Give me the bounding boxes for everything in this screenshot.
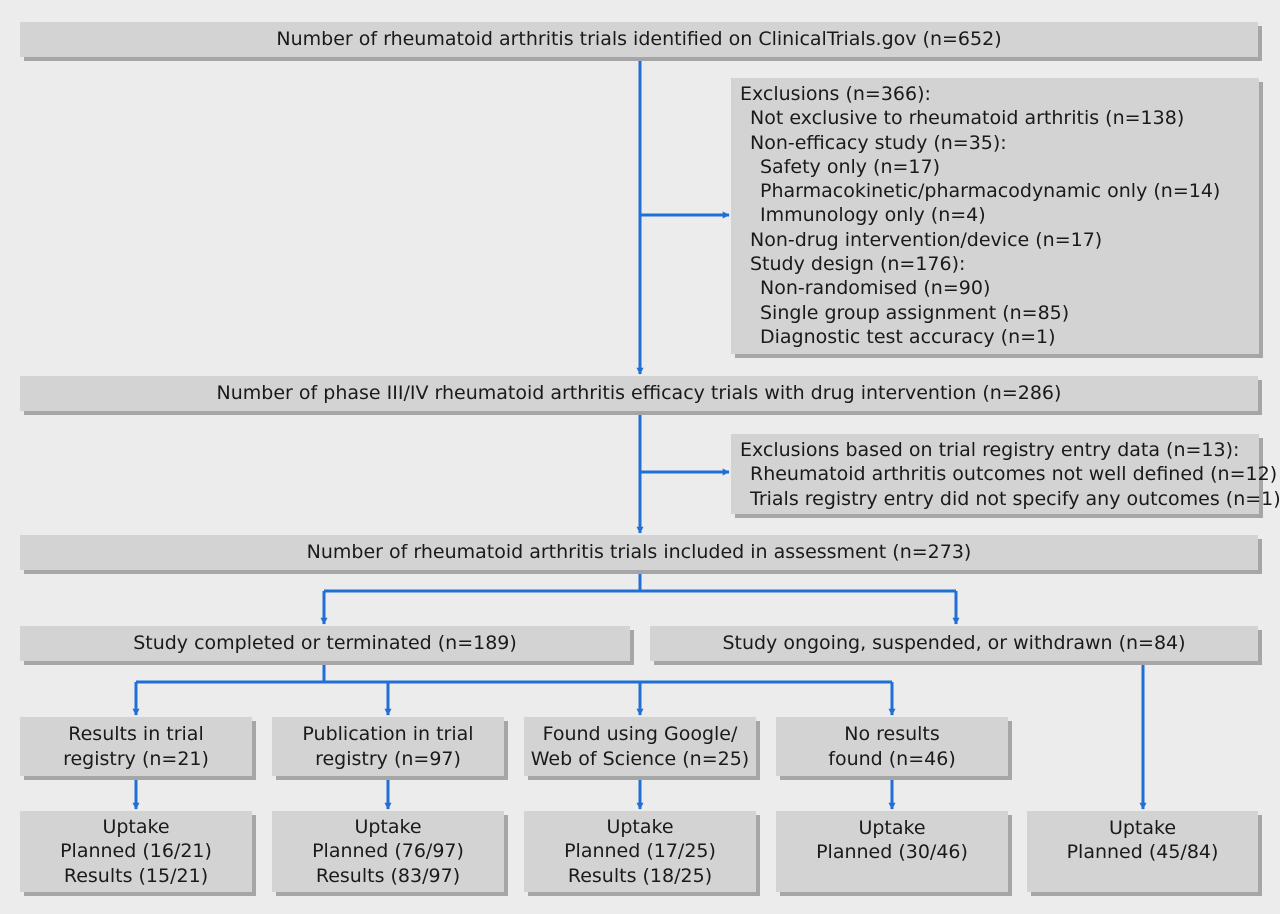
uptake-results: Results (83/97) bbox=[315, 864, 461, 887]
result-line: No results bbox=[844, 723, 940, 746]
uptake-box: Uptake Planned (30/46) bbox=[776, 811, 1008, 892]
uptake-box: Uptake Planned (16/21) Results (15/21) bbox=[20, 811, 252, 892]
completed-box: Study completed or terminated (n=189) bbox=[20, 626, 630, 661]
identified-trials-text: Number of rheumatoid arthritis trials id… bbox=[276, 28, 1002, 51]
uptake-planned: Planned (30/46) bbox=[816, 841, 968, 864]
result-box-trial-registry: Results in trial registry (n=21) bbox=[20, 717, 252, 776]
ongoing-box: Study ongoing, suspended, or withdrawn (… bbox=[650, 626, 1258, 661]
uptake-title: Uptake bbox=[606, 816, 674, 839]
result-line: Web of Science (n=25) bbox=[530, 747, 750, 770]
result-line: Results in trial bbox=[68, 723, 204, 746]
result-line: registry (n=97) bbox=[315, 747, 461, 770]
uptake-planned: Planned (17/25) bbox=[564, 840, 716, 863]
result-box-publication: Publication in trial registry (n=97) bbox=[272, 717, 504, 776]
exclusion-item: Not exclusive to rheumatoid arthritis (n… bbox=[750, 107, 1185, 130]
uptake-box: Uptake Planned (76/97) Results (83/97) bbox=[272, 811, 504, 892]
exclusion-subitem: Diagnostic test accuracy (n=1) bbox=[760, 325, 1056, 348]
ongoing-text: Study ongoing, suspended, or withdrawn (… bbox=[722, 632, 1186, 655]
phase-trials-box: Number of phase III/IV rheumatoid arthri… bbox=[20, 376, 1258, 411]
registry-exclusion-item: Trials registry entry did not specify an… bbox=[750, 487, 1280, 510]
registry-exclusions-heading: Exclusions based on trial registry entry… bbox=[740, 439, 1240, 461]
completed-text: Study completed or terminated (n=189) bbox=[133, 632, 517, 655]
uptake-results: Results (15/21) bbox=[63, 864, 209, 887]
exclusion-subitem: Non-randomised (n=90) bbox=[760, 277, 991, 300]
uptake-planned: Planned (76/97) bbox=[312, 840, 464, 863]
exclusions-heading: Exclusions (n=366): bbox=[740, 83, 931, 105]
exclusion-subitem: Single group assignment (n=85) bbox=[760, 301, 1070, 324]
result-line: Found using Google/ bbox=[542, 723, 738, 746]
exclusion-subitem: Safety only (n=17) bbox=[760, 155, 941, 178]
registry-exclusion-item: Rheumatoid arthritis outcomes not well d… bbox=[750, 463, 1278, 486]
identified-trials-box: Number of rheumatoid arthritis trials id… bbox=[20, 22, 1258, 57]
uptake-results: Results (18/25) bbox=[567, 864, 713, 887]
uptake-title: Uptake bbox=[354, 816, 422, 839]
included-trials-text: Number of rheumatoid arthritis trials in… bbox=[306, 541, 972, 564]
uptake-title: Uptake bbox=[102, 816, 170, 839]
exclusion-item: Study design (n=176): bbox=[750, 253, 966, 276]
exclusion-item: Non-efficacy study (n=35): bbox=[750, 131, 1007, 154]
uptake-title: Uptake bbox=[858, 817, 926, 839]
result-line: Publication in trial bbox=[302, 723, 474, 746]
registry-exclusions-box: Exclusions based on trial registry entry… bbox=[731, 434, 1280, 514]
uptake-box: Uptake Planned (17/25) Results (18/25) bbox=[524, 811, 756, 892]
exclusion-subitem: Immunology only (n=4) bbox=[760, 204, 986, 227]
uptake-title: Uptake bbox=[1108, 817, 1177, 839]
included-trials-box: Number of rheumatoid arthritis trials in… bbox=[20, 535, 1258, 570]
result-line: registry (n=21) bbox=[63, 747, 209, 770]
phase-trials-text: Number of phase III/IV rheumatoid arthri… bbox=[216, 382, 1062, 405]
exclusions-box: Exclusions (n=366): Not exclusive to rhe… bbox=[731, 78, 1259, 354]
exclusion-item: Non-drug intervention/device (n=17) bbox=[750, 228, 1103, 251]
result-box-google: Found using Google/ Web of Science (n=25… bbox=[524, 717, 756, 776]
result-line: found (n=46) bbox=[828, 747, 956, 770]
uptake-planned: Planned (16/21) bbox=[60, 840, 212, 863]
exclusion-subitem: Pharmacokinetic/pharmacodynamic only (n=… bbox=[760, 180, 1221, 203]
uptake-planned: Planned (45/84) bbox=[1066, 841, 1219, 864]
result-box-no-results: No results found (n=46) bbox=[776, 717, 1008, 776]
uptake-box: Uptake Planned (45/84) bbox=[1027, 811, 1258, 892]
